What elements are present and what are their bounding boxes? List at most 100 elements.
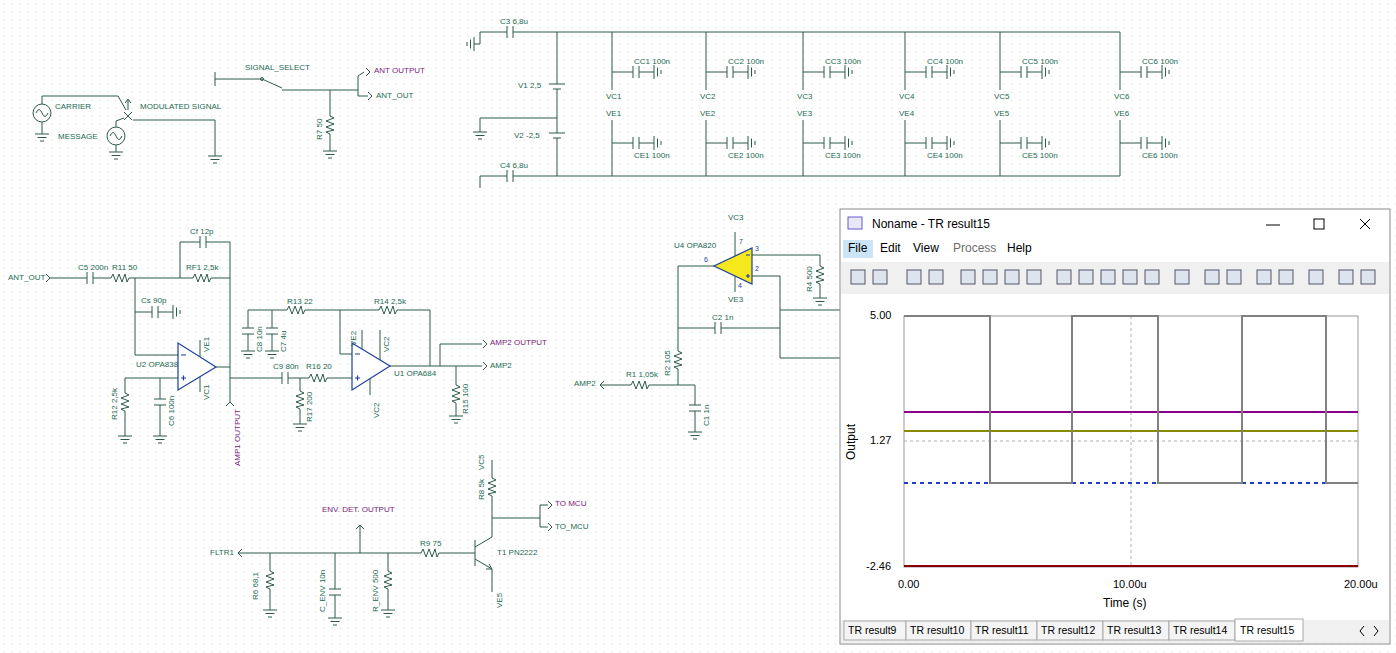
component-label: CC5 100n <box>1022 58 1058 66</box>
result-window-frame <box>1175 270 1189 284</box>
envelope-detector-section <box>270 553 271 566</box>
amplifier-one-section <box>216 278 230 367</box>
amplifier-two-section <box>241 345 255 358</box>
power-supply-section <box>612 143 1132 144</box>
component-label: ANT_OUT <box>376 92 413 100</box>
amplifier-one-section <box>226 367 234 406</box>
component-label: RF1 2,5k <box>186 264 218 272</box>
pin-number: 2 <box>755 265 759 272</box>
result-window-frame <box>1037 621 1103 640</box>
result-window-frame <box>1314 219 1324 229</box>
result-window-frame <box>1360 626 1378 636</box>
menu-item: File <box>848 242 867 254</box>
amplifier-two-section <box>362 330 380 395</box>
component-label: VE2 <box>700 110 715 118</box>
component-label: R6 68,1 <box>252 572 260 600</box>
power-supply-section <box>742 136 755 150</box>
component-label: C8 10n <box>256 326 264 352</box>
component-label: VE1 <box>203 337 211 352</box>
envelope-detector-section <box>270 594 271 604</box>
amplifier-four-section <box>689 396 701 420</box>
signal-source-section <box>330 139 331 145</box>
component-label: R12 2,5k <box>111 388 119 420</box>
component-label: VC1 <box>606 93 622 101</box>
power-supply-section <box>549 32 565 176</box>
component-label: AMP2 <box>574 380 596 388</box>
power-supply-section <box>498 26 522 38</box>
amplifier-two-section <box>452 380 460 408</box>
power-supply-section <box>473 126 487 139</box>
component-label: C9 80n <box>273 363 299 371</box>
component-label: SIGNAL_SELECT <box>245 64 310 72</box>
amplifier-four-section <box>600 232 840 439</box>
power-supply-section <box>839 136 852 150</box>
amplifier-four-section <box>654 385 695 396</box>
component-label: U2 OPA838 <box>136 361 178 369</box>
component-label: VC1 <box>203 384 211 400</box>
net-label: ANT OUTPUT <box>374 67 425 75</box>
power-supply-section <box>467 37 480 51</box>
envelope-detector-section <box>492 501 552 531</box>
power-supply-section <box>612 120 1120 176</box>
component-label: MODULATED SIGNAL <box>140 103 221 111</box>
result-tab: TR result12 <box>1041 625 1095 636</box>
amplifier-two-section <box>230 378 273 379</box>
power-supply-section <box>941 136 954 150</box>
power-supply-section <box>1012 137 1036 149</box>
component-label: R2 105 <box>664 350 672 376</box>
amplifier-four-section <box>674 346 682 374</box>
amplifier-two-section <box>293 418 307 431</box>
component-label: VE1 <box>606 110 621 118</box>
amplifier-two-section <box>273 372 297 384</box>
envelope-detector-section <box>238 460 552 625</box>
power-supply-section <box>480 32 498 44</box>
component-label: CE1 100n <box>634 152 670 160</box>
result-window-frame <box>851 270 1375 284</box>
signal-source-section <box>33 104 51 122</box>
amplifier-one-section <box>125 416 126 430</box>
power-supply-section <box>1156 65 1169 79</box>
amplifier-four-section <box>678 374 679 385</box>
amplifier-one-section <box>160 414 161 430</box>
power-supply-section <box>624 66 648 78</box>
result-window-frame <box>1205 270 1219 284</box>
amplifier-two-section <box>266 319 278 343</box>
result-window-frame <box>873 270 887 284</box>
axis-tick: 10.00u <box>1113 579 1147 590</box>
signal-source-section <box>107 127 125 145</box>
power-supply-section <box>917 66 941 78</box>
component-label: C2 1n <box>712 314 733 322</box>
power-supply-section <box>480 176 498 188</box>
component-label: CC6 100n <box>1142 58 1178 66</box>
signal-source-section <box>133 120 215 150</box>
amplifier-two-section <box>272 343 273 345</box>
component-label: VE4 <box>899 110 914 118</box>
result-tab: TR result13 <box>1107 625 1161 636</box>
power-supply-section <box>498 170 522 182</box>
axis-tick: 0.00 <box>898 579 919 590</box>
component-label: MESSAGE <box>58 133 98 141</box>
result-window-frame <box>1309 270 1323 284</box>
power-supply-section <box>648 136 661 150</box>
menu-item: Help <box>1007 242 1032 254</box>
amplifier-one-section <box>46 236 234 443</box>
component-label: Cs 90p <box>141 297 166 305</box>
result-tab: TR result9 <box>848 625 896 636</box>
component-label: CE2 100n <box>728 152 764 160</box>
component-label: R4 500 <box>806 266 814 292</box>
result-window-frame <box>904 316 1358 483</box>
signal-source-section <box>215 72 282 88</box>
component-label: V2 -2,5 <box>514 132 540 140</box>
component-label: CE6 100n <box>1142 152 1178 160</box>
component-label: C7 4u <box>280 331 288 352</box>
amplifier-one-section <box>167 305 180 319</box>
power-supply-section <box>1012 66 1036 78</box>
result-window-frame <box>1339 270 1353 284</box>
signal-source-section <box>110 133 122 140</box>
result-window: Noname - TR result15FileEditViewProcessH… <box>840 209 1390 644</box>
signal-source-section <box>326 111 334 139</box>
net-label: TO MCU <box>555 500 586 508</box>
result-window-frame <box>1079 270 1093 284</box>
envelope-detector-section <box>444 553 475 554</box>
